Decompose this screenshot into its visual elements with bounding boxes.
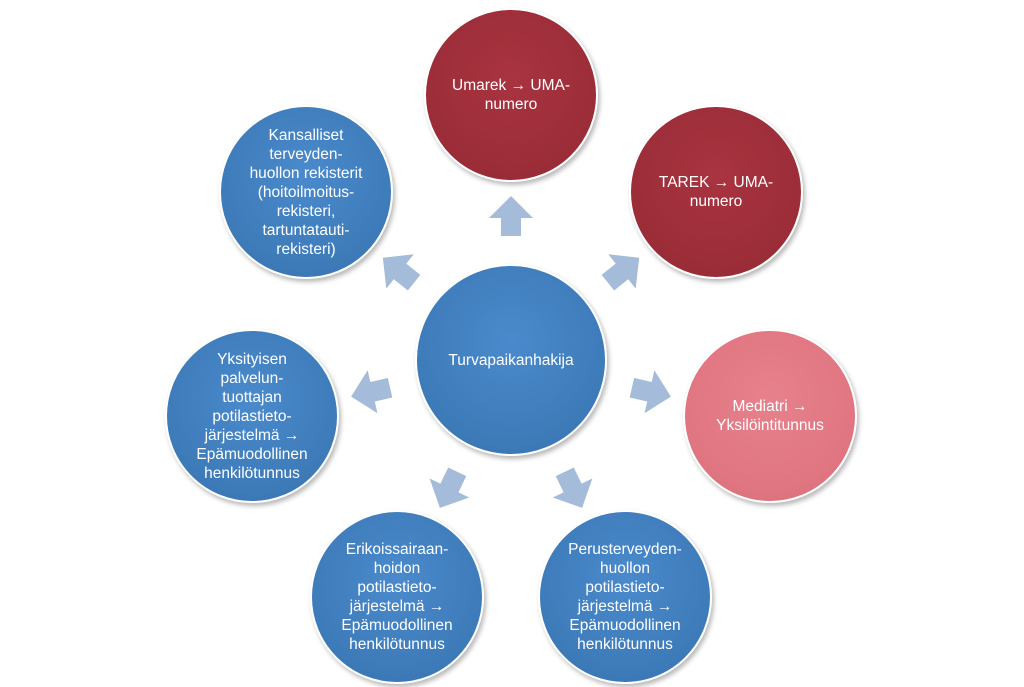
node-erikoissairaanhoito: Erikoissairaan- hoidon potilastieto- jär… xyxy=(310,510,484,684)
node-perusterveydenhuolto: Perusterveyden- huollon potilastieto- jä… xyxy=(538,510,712,684)
arrow-to-erikoissairaanhoito xyxy=(429,467,470,508)
arrow-to-umarek xyxy=(489,196,533,236)
node-yksityinen: Yksityisen palvelun- tuottajan potilasti… xyxy=(165,329,339,503)
arrow-to-perusterveydenhuolto xyxy=(552,467,593,508)
arrow-to-tarek xyxy=(601,254,640,291)
arrow-to-kansalliset xyxy=(382,254,421,291)
node-kansalliset: Kansalliset terveyden- huollon rekisteri… xyxy=(219,105,393,279)
arrow-to-yksityinen xyxy=(351,370,393,414)
node-perusterveydenhuolto-label: Perusterveyden- huollon potilastieto- jä… xyxy=(568,541,682,653)
node-tarek: TAREK → UMA- numero xyxy=(629,105,803,279)
node-umarek-label: Umarek → UMA- numero xyxy=(452,77,570,113)
center-node: Turvapaikanhakija xyxy=(415,264,607,456)
node-kansalliset-label: Kansalliset terveyden- huollon rekisteri… xyxy=(249,126,363,258)
node-mediatri: Mediatri → Yksilöintitunnus xyxy=(683,329,857,503)
center-node-label: Turvapaikanhakija xyxy=(448,351,574,369)
node-mediatri-label: Mediatri → Yksilöintitunnus xyxy=(716,398,824,434)
node-umarek: Umarek → UMA- numero xyxy=(424,8,598,182)
node-yksityinen-label: Yksityisen palvelun- tuottajan potilasti… xyxy=(196,350,308,482)
node-tarek-label: TAREK → UMA- numero xyxy=(658,174,774,210)
arrow-to-mediatri xyxy=(629,370,671,414)
node-erikoissairaanhoito-label: Erikoissairaan- hoidon potilastieto- jär… xyxy=(341,541,453,653)
